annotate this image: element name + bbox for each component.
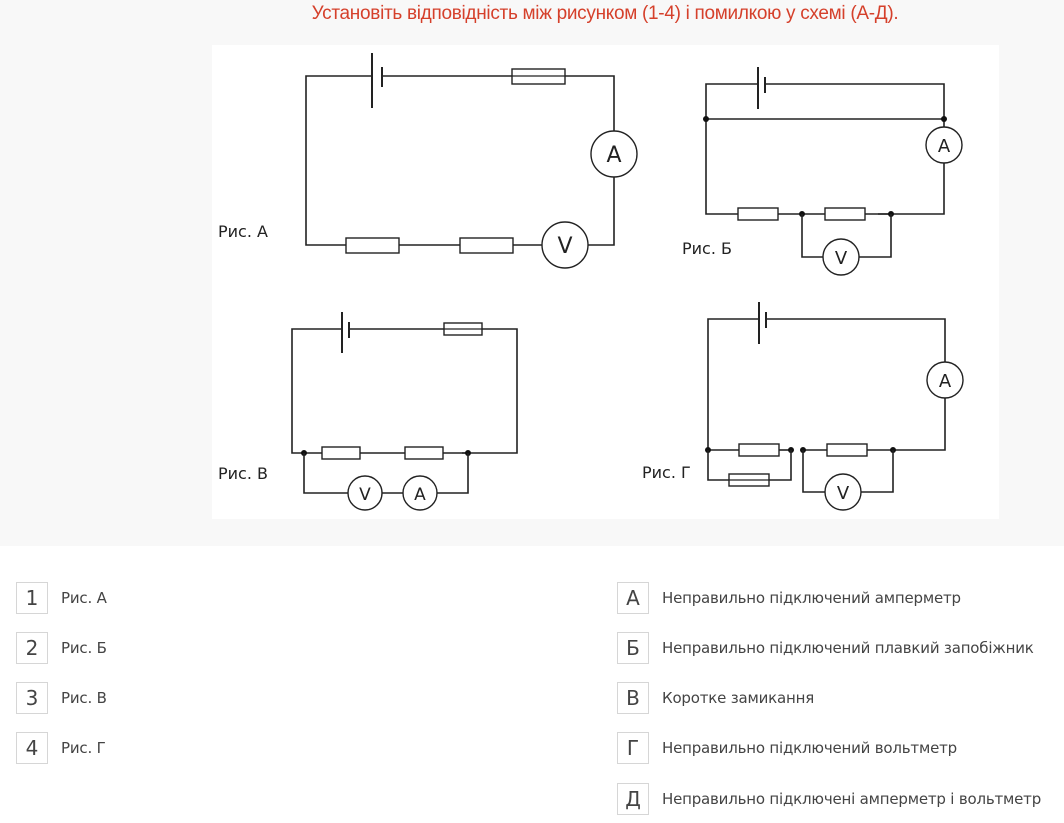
left-item-2: 2 Рис. Б [16, 631, 107, 665]
figure-b-label: Рис. Б [682, 239, 732, 258]
resistor [738, 443, 780, 457]
figure-g-label: Рис. Г [642, 463, 691, 482]
circuit-diagrams: Рис. А A V Рис. Б [218, 53, 964, 511]
left-item-text: Рис. А [61, 589, 107, 607]
left-item-key: 2 [16, 632, 48, 664]
wire [303, 453, 348, 494]
wire [863, 398, 946, 451]
left-item-text: Рис. Г [61, 739, 106, 757]
voltmeter-icon [824, 473, 862, 511]
right-item-key: Б [617, 632, 649, 664]
right-item-text: Неправильно підключений плавкий запобіжн… [662, 639, 1034, 657]
wire [878, 163, 945, 215]
left-item-key: 3 [16, 682, 48, 714]
wire [707, 318, 759, 451]
resistor [404, 446, 444, 460]
left-item-text: Рис. Б [61, 639, 107, 657]
right-item-key: А [617, 582, 649, 614]
left-item-4: 4 Рис. Г [16, 731, 106, 765]
ammeter-label: A [938, 136, 951, 157]
right-item-v: В Коротке замикання [617, 681, 814, 715]
circuit-figures-panel: Рис. А A V Рис. Б [212, 45, 999, 519]
right-item-key: Д [617, 783, 649, 815]
wire [859, 214, 892, 258]
task-title: Установіть відповідність між рисунком (1… [311, 3, 899, 24]
wire [801, 214, 823, 258]
wire [291, 328, 342, 454]
wire [462, 328, 518, 454]
left-item-key: 1 [16, 582, 48, 614]
circuit-figure-a: Рис. А A V [218, 53, 638, 269]
wire [707, 450, 729, 481]
ammeter-label: A [414, 485, 426, 505]
voltmeter-icon [822, 238, 860, 276]
right-item-text: Неправильно підключені амперметр і вольт… [662, 790, 1042, 808]
voltmeter-label: V [835, 248, 848, 269]
resistor [824, 207, 866, 221]
voltmeter-label: V [359, 485, 371, 505]
left-item-key: 4 [16, 732, 48, 764]
resistor [321, 446, 361, 460]
wire [437, 453, 469, 494]
wire [565, 75, 615, 131]
ammeter-label: A [606, 143, 621, 168]
left-item-1: 1 Рис. А [16, 581, 107, 615]
right-item-d: Д Неправильно підключені амперметр і вол… [617, 782, 1041, 816]
right-item-a: А Неправильно підключений амперметр [617, 581, 961, 615]
ammeter-label: A [939, 371, 952, 392]
ammeter-icon [402, 475, 438, 511]
junction-dot [703, 116, 709, 122]
right-item-key: В [617, 682, 649, 714]
resistor [826, 443, 868, 457]
circuit-figure-g: Рис. Г A [642, 302, 964, 511]
wire [766, 318, 946, 362]
junction-dot [941, 116, 947, 122]
wire [769, 450, 792, 481]
wire [705, 83, 758, 215]
figure-v-label: Рис. В [218, 464, 268, 483]
left-item-3: 3 Рис. В [16, 681, 107, 715]
voltmeter-icon [347, 475, 383, 511]
right-item-text: Неправильно підключений амперметр [662, 589, 961, 607]
resistor [459, 237, 514, 254]
resistor [737, 207, 779, 221]
voltmeter-label: V [837, 483, 850, 504]
right-item-b: Б Неправильно підключений плавкий запобі… [617, 631, 1034, 665]
voltmeter-label: V [557, 234, 572, 259]
right-item-g: Г Неправильно підключений вольтметр [617, 731, 957, 765]
wire [588, 177, 615, 246]
wire [305, 75, 372, 246]
circuit-figure-v: Рис. В V A [218, 312, 518, 511]
wire [765, 83, 945, 127]
resistor [345, 237, 400, 254]
wire [861, 450, 894, 493]
right-item-text: Неправильно підключений вольтметр [662, 739, 957, 757]
wire [802, 450, 825, 493]
circuit-figure-b: Рис. Б A V [682, 67, 963, 276]
right-item-text: Коротке замикання [662, 689, 815, 707]
question-header-area: Установіть відповідність між рисунком (1… [212, 3, 999, 519]
left-item-text: Рис. В [61, 689, 107, 707]
right-item-key: Г [617, 732, 649, 764]
figure-a-label: Рис. А [218, 222, 268, 241]
